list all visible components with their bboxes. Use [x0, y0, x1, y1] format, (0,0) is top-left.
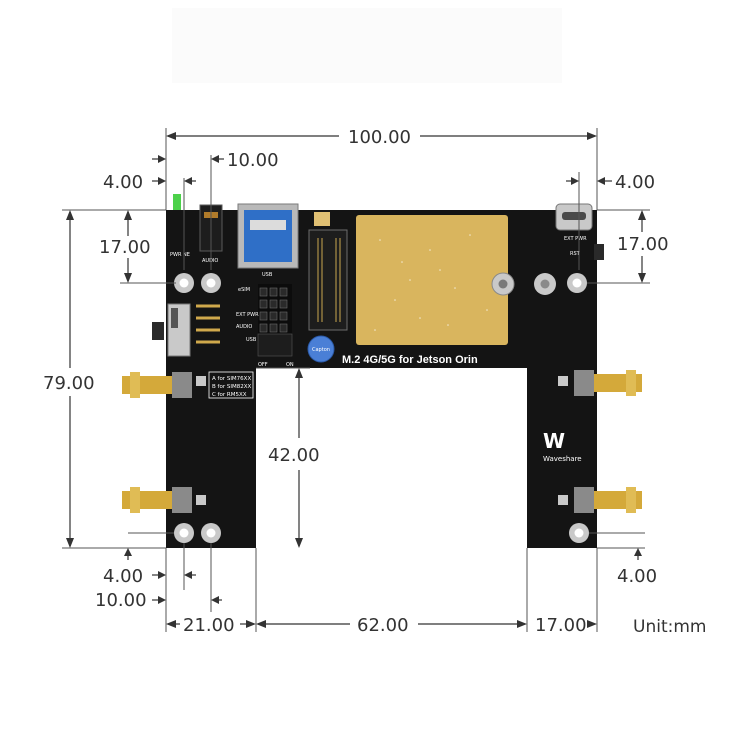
- dim-bottom-left-offset: 4.00: [103, 566, 143, 587]
- dim-gap: 62.00: [357, 615, 409, 636]
- dip-switch: [257, 333, 293, 357]
- esim-label: eSIM: [238, 287, 250, 293]
- sma-connector-right-bottom: [558, 487, 642, 513]
- dimension-lines: [62, 128, 650, 632]
- dim-bottom-right-offset: 4.00: [617, 566, 657, 587]
- sim-note-b: B for SIM82XX: [212, 384, 251, 390]
- cap-label: Capton: [312, 347, 330, 353]
- ext-pwr-mid-label: EXT PWR: [236, 312, 259, 318]
- shield-texture: [374, 234, 488, 331]
- usb-label: USB: [262, 272, 273, 278]
- power-led: [173, 194, 181, 210]
- audio-label: AUDIO: [202, 258, 218, 264]
- m2-screw-pad: [314, 212, 330, 226]
- sma-connector-left-top: [122, 372, 206, 398]
- dim-left-leg: 21.00: [183, 615, 235, 636]
- dim-total-height: 79.00: [43, 373, 95, 394]
- dim-left-hole-spacing: 10.00: [227, 150, 279, 171]
- dim-left-top-offset: 17.00: [99, 237, 151, 258]
- reset-button: [594, 244, 604, 260]
- board-title: M.2 4G/5G for Jetson Orin: [342, 354, 478, 366]
- pwr-label: PWR NE: [170, 252, 190, 258]
- dim-right-hole-offset: 4.00: [615, 172, 655, 193]
- unit-label: Unit:mm: [633, 617, 706, 637]
- usb-mid-label: USB: [246, 337, 257, 343]
- waveshare-logo: W: [543, 429, 565, 453]
- sma-connector-left-bottom: [122, 487, 206, 513]
- sma-connector-right-top: [558, 370, 642, 396]
- m2-socket: [308, 229, 348, 331]
- sim-note-c: C for RM5XX: [212, 392, 247, 398]
- sim-note-box: [208, 371, 254, 399]
- top-shading: [172, 8, 562, 83]
- rst-label: RST: [570, 251, 581, 257]
- dim-inner-height: 42.00: [268, 445, 320, 466]
- dimension-labels: 100.00 10.00 4.00 4.00 17.00 17.00 79.00…: [43, 127, 706, 637]
- m2-module-shield: [356, 215, 508, 345]
- pcb-board: USB AUDIO PWR NE eSIM EXT PWR AUDIO USB: [122, 194, 642, 548]
- dim-left-hole-offset: 4.00: [103, 172, 143, 193]
- m2-socket-pins: [317, 238, 341, 322]
- dim-total-width: 100.00: [348, 127, 411, 148]
- on-label: ON: [286, 362, 294, 368]
- ext-pwr-top-label: EXT PWR: [564, 236, 587, 242]
- sim-note-a: A for SIM76XX: [212, 376, 251, 382]
- dim-right-top-offset: 17.00: [617, 234, 669, 255]
- dim-right-leg: 17.00: [535, 615, 587, 636]
- off-label: OFF: [258, 362, 268, 368]
- capacitor: [307, 335, 335, 363]
- audio-mid-label: AUDIO: [236, 324, 252, 330]
- dim-bottom-left-spacing: 10.00: [95, 590, 147, 611]
- left-pin-headers: [196, 304, 220, 344]
- brand-label: Waveshare: [543, 455, 582, 463]
